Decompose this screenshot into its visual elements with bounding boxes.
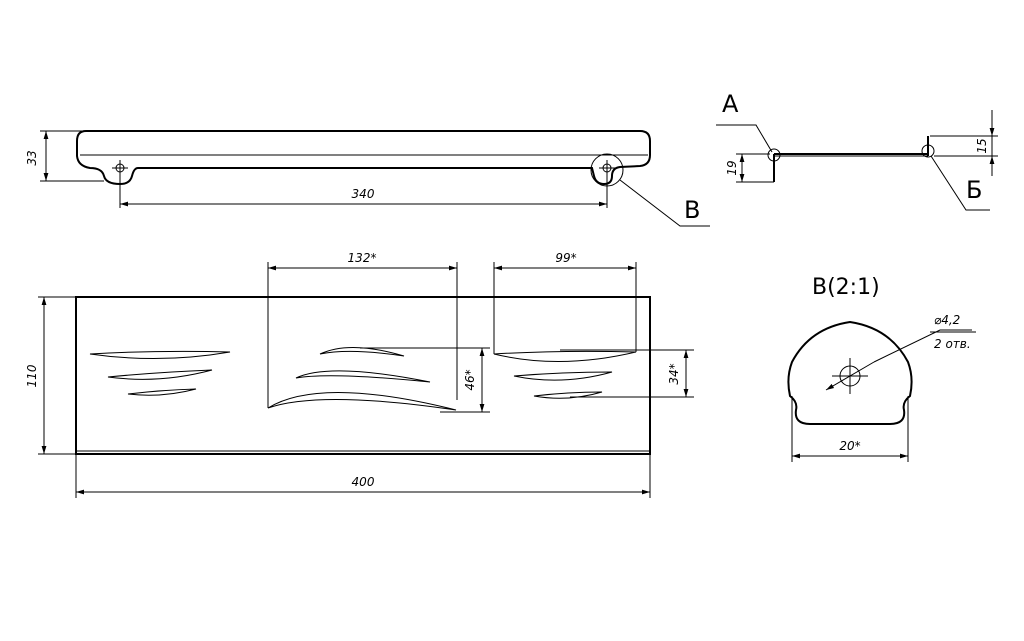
- profile-label-a: А: [722, 90, 739, 118]
- side-hole-left: [112, 160, 128, 208]
- hole-leader: [825, 361, 875, 391]
- detail-callout-leader: [619, 179, 710, 227]
- side-hole-right: [590, 153, 710, 227]
- svg-text:20*: 20*: [839, 439, 860, 453]
- hole-diameter-label: ⌀4,2: [934, 313, 960, 327]
- wave-group-right: [493, 350, 637, 399]
- svg-text:46*: 46*: [463, 369, 477, 390]
- svg-text:132*: 132*: [348, 251, 377, 265]
- profile-label-b: Б: [966, 176, 982, 204]
- detail-callout-label: В: [684, 196, 700, 224]
- front-width-dimension: 400: [75, 454, 651, 498]
- side-height-dimension: 33: [25, 130, 104, 182]
- svg-text:400: 400: [352, 475, 375, 489]
- profile-view: А Б 19 15: [716, 90, 998, 211]
- profile-left-dimension: 19: [725, 153, 774, 183]
- svg-text:110: 110: [25, 364, 39, 387]
- front-view-outline: [75, 296, 651, 455]
- detail-view-outline: [787, 320, 913, 425]
- front-view: 132* 99* 46* 34* 110: [25, 251, 694, 498]
- side-length-dimension: 340: [120, 187, 607, 207]
- pattern-right-height-dimension: 34*: [560, 349, 694, 398]
- wave-group-left: [89, 350, 231, 396]
- detail-width-dimension: 20*: [791, 396, 909, 462]
- front-height-dimension: 110: [25, 296, 76, 455]
- profile-right-dimension: 15: [930, 110, 998, 176]
- side-view-outline: [76, 130, 651, 186]
- wave-group-middle: [267, 347, 457, 411]
- svg-text:99*: 99*: [555, 251, 576, 265]
- svg-text:34*: 34*: [667, 363, 681, 384]
- pattern-height-dimension: 46*: [360, 347, 490, 413]
- svg-text:15: 15: [975, 138, 989, 153]
- svg-text:340: 340: [352, 187, 375, 201]
- detail-callout-circle: [590, 153, 624, 187]
- detail-view: В(2:1) ⌀4,2 2 отв. 20*: [787, 275, 976, 462]
- detail-view-title: В(2:1): [812, 275, 880, 300]
- hole-count-label: 2 отв.: [934, 337, 971, 351]
- pattern-width-dimension: 132*: [267, 251, 458, 408]
- pattern-right-width-dimension: 99*: [493, 251, 637, 354]
- svg-text:33: 33: [25, 150, 39, 165]
- side-view: В 33 340: [25, 130, 710, 227]
- svg-text:19: 19: [725, 160, 739, 175]
